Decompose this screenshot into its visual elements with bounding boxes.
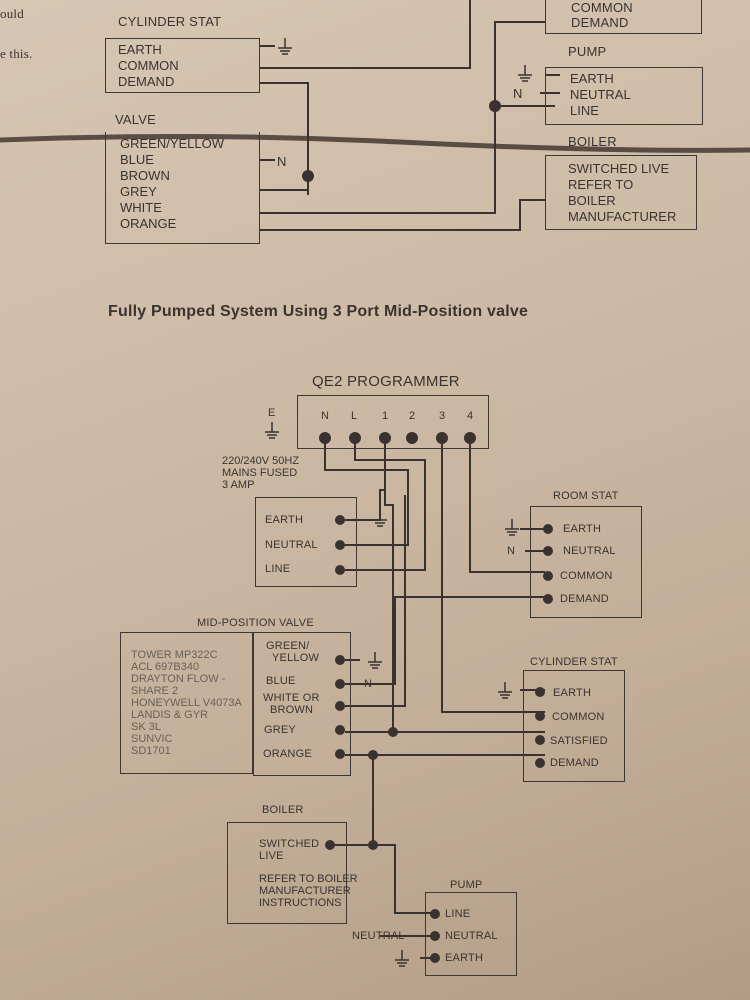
terminal-label: DEMAND — [550, 757, 599, 769]
programmer-partial-box: COMMON DEMAND — [545, 0, 702, 34]
boiler-text: REFER TO — [568, 177, 634, 192]
terminal-label: EARTH — [118, 42, 162, 57]
boiler-text: BOILER — [568, 193, 616, 208]
programmer-terminal: 2 — [409, 410, 416, 422]
neutral-mark: N — [507, 545, 516, 557]
boiler-box: SWITCHED LIVE REFER TO BOILER MANUFACTUR… — [545, 155, 697, 230]
mains-box — [255, 497, 357, 587]
pump-box: EARTH NEUTRAL LINE — [545, 67, 703, 125]
terminal-label: COMMON — [552, 711, 605, 723]
boiler-note-text: MANUFACTURER — [259, 885, 351, 897]
programmer-terminal: 1 — [382, 410, 389, 422]
terminal-label: ORANGE — [120, 216, 177, 231]
neutral-label: NEUTRAL — [352, 930, 405, 942]
pump-label: PUMP — [568, 44, 607, 59]
mains-text: 3 AMP — [222, 479, 255, 491]
terminal-label: DEMAND — [560, 593, 609, 605]
boiler-text: SWITCHED — [259, 838, 320, 850]
mains-text: 220/240V 50HZ — [222, 455, 300, 467]
boiler-label: BOILER — [568, 134, 617, 149]
mains-note: 220/240V 50HZ MAINS FUSED 3 AMP — [222, 455, 299, 491]
margin-text: ould — [0, 6, 24, 21]
programmer-terminal: N — [321, 410, 330, 422]
terminal-label: DEMAND — [118, 74, 175, 89]
model-text: TOWER MP322C — [131, 649, 218, 661]
model-text: SUNVIC — [131, 733, 173, 745]
terminal-label: GREEN/ — [266, 640, 310, 652]
terminal-label: EARTH — [445, 952, 484, 964]
room-stat-box — [530, 506, 642, 618]
boiler-text: MANUFACTURER — [568, 209, 677, 224]
terminal-label: NEUTRAL — [445, 930, 498, 942]
cylinder-stat-label: CYLINDER STAT — [530, 656, 618, 668]
terminal-label: YELLOW — [272, 652, 320, 664]
programmer-terminal: 4 — [467, 410, 474, 422]
terminal-label: EARTH — [265, 514, 304, 526]
terminal-label: EARTH — [563, 523, 602, 535]
terminal-label: COMMON — [571, 0, 633, 15]
cylinder-stat-box: EARTH COMMON DEMAND — [105, 38, 260, 93]
cylinder-stat-box — [523, 670, 625, 782]
neutral-mark: N — [277, 154, 287, 169]
model-text: LANDIS & GYR — [131, 709, 209, 721]
terminal-label: LINE — [445, 908, 471, 920]
model-text: SK 3L — [131, 721, 161, 733]
mid-position-valve-label: MID-POSITION VALVE — [197, 617, 314, 629]
terminal-label: LINE — [570, 103, 599, 118]
terminal-label: NEUTRAL — [563, 545, 616, 557]
model-text: HONEYWELL V4073A — [131, 697, 242, 709]
mains-text: MAINS FUSED — [222, 467, 298, 479]
terminal-label: ORANGE — [263, 748, 312, 760]
terminal-label: COMMON — [118, 58, 179, 73]
room-stat-label: ROOM STAT — [553, 490, 619, 502]
boiler-text: SWITCHED LIVE — [568, 161, 670, 176]
model-text: ACL 697B340 — [131, 661, 200, 673]
terminal-label: EARTH — [570, 71, 614, 86]
margin-text: e this. — [0, 46, 33, 61]
programmer-label: QE2 PROGRAMMER — [312, 373, 460, 390]
boiler-text: LIVE — [259, 850, 284, 862]
terminal-label: SATISFIED — [550, 735, 608, 747]
terminal-label: GREEN/YELLOW — [120, 136, 225, 151]
terminal-label: DEMAND — [571, 15, 629, 30]
cylinder-stat-label: CYLINDER STAT — [118, 14, 222, 29]
pump-box — [425, 892, 517, 976]
earth-label: E — [268, 407, 276, 419]
section-title: Fully Pumped System Using 3 Port Mid-Pos… — [108, 303, 529, 320]
neutral-mark: N — [513, 86, 523, 101]
terminal-label: NEUTRAL — [570, 87, 631, 102]
valve-terminals-box — [253, 632, 351, 776]
terminal-label: BLUE — [266, 675, 296, 687]
terminal-label: WHITE OR — [263, 692, 320, 704]
terminal-label: WHITE — [120, 200, 162, 215]
boiler-note: REFER TO BOILER MANUFACTURER INSTRUCTION… — [259, 873, 358, 909]
terminal-label: NEUTRAL — [265, 539, 318, 551]
terminal-label: GREY — [120, 184, 157, 199]
valve-models-box: TOWER MP322C ACL 697B340 DRAYTON FLOW - … — [120, 632, 253, 774]
boiler-label: BOILER — [262, 804, 304, 816]
programmer-terminal: L — [351, 410, 358, 422]
programmer-terminal: 3 — [439, 410, 446, 422]
valve-label: VALVE — [115, 112, 156, 127]
model-text: DRAYTON FLOW - — [131, 673, 226, 685]
neutral-mark: N — [364, 678, 373, 690]
terminal-label: EARTH — [553, 687, 592, 699]
terminal-label: LINE — [265, 563, 291, 575]
model-text: SHARE 2 — [131, 685, 179, 697]
model-text: SD1701 — [131, 745, 171, 757]
terminal-label: BLUE — [120, 152, 154, 167]
terminal-label: BROWN — [270, 704, 314, 716]
boiler-note-text: INSTRUCTIONS — [259, 897, 342, 909]
terminal-label: BROWN — [120, 168, 170, 183]
terminal-label: GREY — [264, 724, 296, 736]
pump-label: PUMP — [450, 879, 483, 891]
boiler-box — [227, 822, 347, 924]
valve-box: GREEN/YELLOW BLUE BROWN GREY WHITE ORANG… — [105, 132, 260, 244]
programmer-box — [297, 395, 489, 449]
terminal-label: COMMON — [560, 570, 613, 582]
boiler-note-text: REFER TO BOILER — [259, 873, 358, 885]
